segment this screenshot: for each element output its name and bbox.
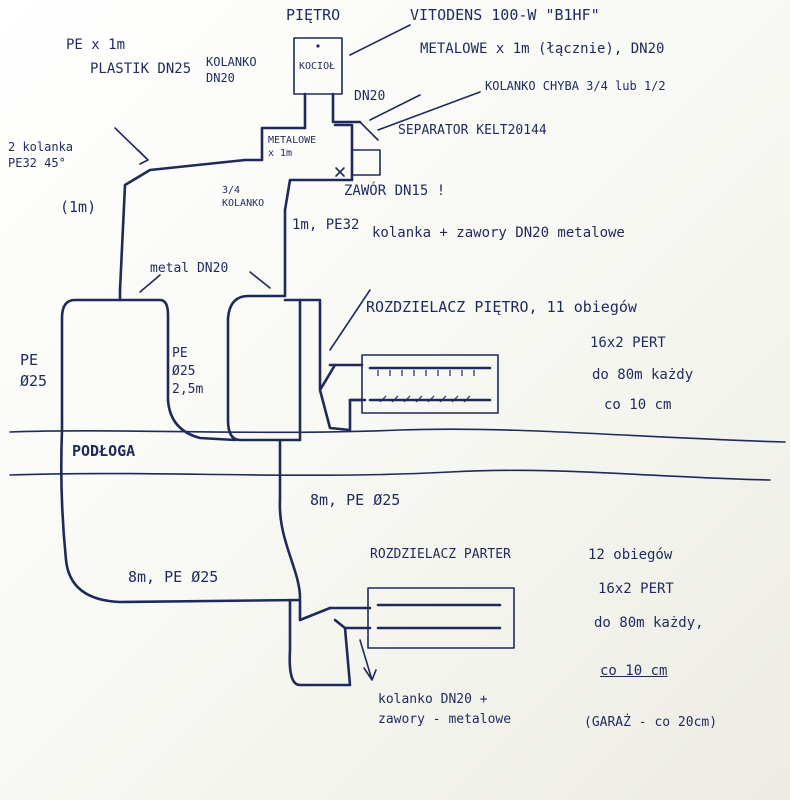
center-loop — [226, 208, 302, 442]
manifold-pietro-ticks — [377, 370, 475, 403]
label-kolanko-chyba: KOLANKO CHYBA 3/4 lub 1/2 — [485, 79, 666, 93]
label-rozdzielacz-parter: ROZDZIELACZ PARTER — [370, 547, 511, 562]
label-zawor: ZAWÓR DN15 ! — [344, 183, 446, 199]
label-pe8m-a: 8m, PE Ø25 — [310, 491, 401, 509]
label-do80m-b: do 80m każdy, — [594, 615, 704, 631]
label-kolanka-zawory: kolanka + zawory DN20 metalowe — [372, 225, 625, 241]
arrow-kolanko — [377, 91, 481, 131]
boiler-box — [293, 37, 343, 95]
label-co10cm-b: co 10 cm — [600, 663, 668, 679]
arrow-pe — [114, 127, 149, 165]
left-loop-inner — [118, 298, 237, 442]
separator — [351, 121, 381, 176]
arrow-parter — [359, 639, 377, 681]
label-pert-a: 16x2 PERT — [590, 335, 666, 351]
label-dwa-kolanka: 2 kolanka PE32 45° — [8, 140, 74, 170]
label-metalowe-1m: METALOWE x 1m — [268, 135, 317, 159]
label-kolanko-dn20: KOLANKO DN20 — [206, 55, 257, 85]
arrow-metal-dn20 — [139, 271, 271, 293]
floor-line-top — [9, 428, 786, 443]
boiler-stubs — [303, 92, 362, 130]
manifold-parter — [367, 587, 515, 649]
label-kociol: KOCIOŁ — [299, 61, 336, 72]
label-separator: SEPARATOR KELT20144 — [398, 123, 547, 138]
label-kolanko-34: 3/4 KOLANKO — [222, 185, 265, 209]
center-down — [278, 438, 302, 600]
parter-feed — [288, 598, 372, 687]
label-rozdzielacz-pietro: ROZDZIELACZ PIĘTRO, 11 obiegów — [366, 298, 637, 316]
label-pert-b: 16x2 PERT — [598, 581, 674, 597]
label-vitodens: VITODENS 100-W "B1HF" — [410, 6, 600, 24]
label-pe025-left: PE Ø25 — [20, 351, 48, 390]
valve-mark — [335, 167, 345, 177]
floor-line-bottom — [9, 469, 771, 481]
left-loop — [59, 288, 332, 622]
label-garaz: (GARAŻ - co 20cm) — [584, 715, 718, 730]
label-metal-dn20: metal DN20 — [150, 261, 229, 276]
label-podloga: PODŁOGA — [72, 442, 136, 460]
pietro-feed — [328, 363, 364, 402]
label-one-m: (1m) — [60, 198, 97, 216]
boiler-dot — [316, 44, 320, 48]
arrow-vitodens — [349, 24, 411, 56]
label-pe025-mid: PE Ø25 2,5m — [172, 346, 204, 398]
arrow-metalowe — [369, 94, 421, 121]
metal-block — [243, 123, 354, 212]
label-pe-x1m: PE x 1m — [66, 37, 126, 53]
label-pe8m-b: 8m, PE Ø25 — [128, 568, 219, 586]
label-metalowe-total: METALOWE x 1m (łącznie), DN20 — [420, 41, 665, 57]
label-dn20: DN20 — [354, 89, 386, 104]
label-obiegow-12: 12 obiegów — [588, 547, 673, 563]
pe-line-top — [118, 158, 247, 292]
label-co10cm-a: co 10 cm — [604, 397, 672, 413]
arrow-kolanka-zawory — [329, 289, 371, 351]
label-pietro: PIĘTRO — [286, 6, 341, 24]
manifold-pietro — [361, 354, 499, 414]
label-pe32-1m: 1m, PE32 — [292, 217, 360, 233]
label-plastik-dn25: PLASTIK DN25 — [90, 61, 192, 77]
label-kolanko-dn20-bottom: kolanko DN20 + zawory - metalowe — [378, 692, 512, 727]
label-do80m-a: do 80m każdy — [592, 367, 694, 383]
